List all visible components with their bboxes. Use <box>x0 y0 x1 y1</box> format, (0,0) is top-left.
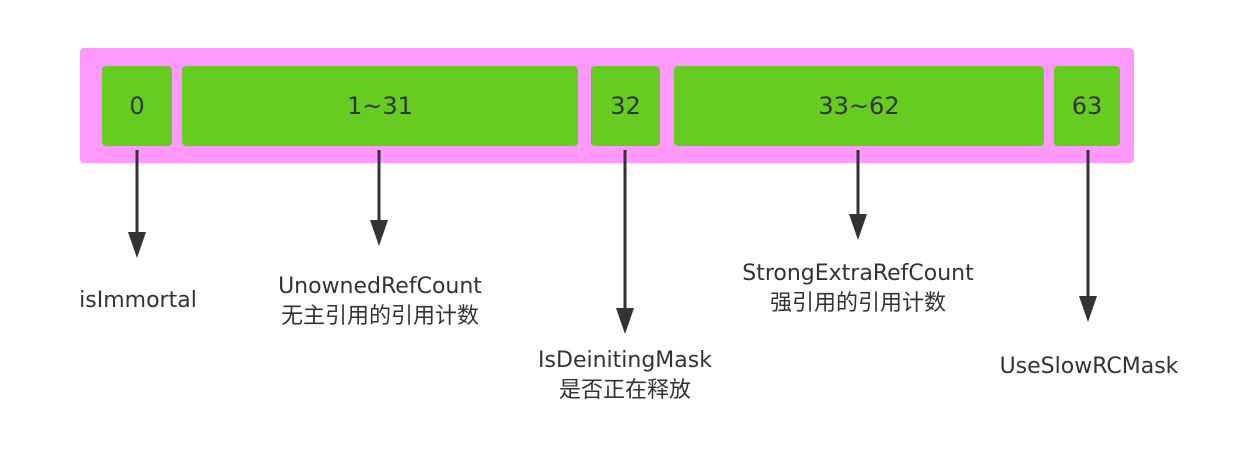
segment-bits-label: 33~62 <box>818 92 900 120</box>
field-label-unowned-refcount: UnownedRefCount 无主引用的引用计数 <box>255 272 505 332</box>
field-name: UseSlowRCMask <box>999 354 1179 379</box>
segment-bits-label: 32 <box>610 92 641 120</box>
segment-bits-label: 1~31 <box>347 92 413 120</box>
segment-bits-1-31: 1~31 <box>182 66 578 146</box>
arrow-bit-63 <box>1079 150 1097 322</box>
field-name: isImmortal <box>79 288 197 313</box>
arrow-bits-33-62 <box>849 150 867 240</box>
field-description: 强引用的引用计数 <box>769 291 946 316</box>
field-label-strong-extra-refcount: StrongExtraRefCount 强引用的引用计数 <box>716 259 1000 319</box>
segment-bit-0: 0 <box>102 66 172 146</box>
field-name: UnownedRefCount <box>278 274 482 299</box>
field-description: 无主引用的引用计数 <box>280 304 479 329</box>
field-name: IsDeinitingMask <box>538 348 712 373</box>
arrow-bit-32 <box>616 150 634 334</box>
segment-bit-63: 63 <box>1054 66 1120 146</box>
arrow-bits-1-31 <box>370 150 388 246</box>
segment-bits-label: 0 <box>129 92 145 120</box>
field-label-isdeinitingmask: IsDeinitingMask 是否正在释放 <box>510 346 740 406</box>
field-name: StrongExtraRefCount <box>742 261 974 286</box>
segment-bit-32: 32 <box>591 66 660 146</box>
arrow-bit-0 <box>128 150 146 258</box>
segment-bits-33-62: 33~62 <box>674 66 1044 146</box>
field-label-isimmortal: isImmortal <box>68 286 208 316</box>
field-description: 是否正在释放 <box>558 378 691 403</box>
segment-bits-label: 63 <box>1071 92 1103 120</box>
field-label-useslowrcmask: UseSlowRCMask <box>974 352 1204 382</box>
